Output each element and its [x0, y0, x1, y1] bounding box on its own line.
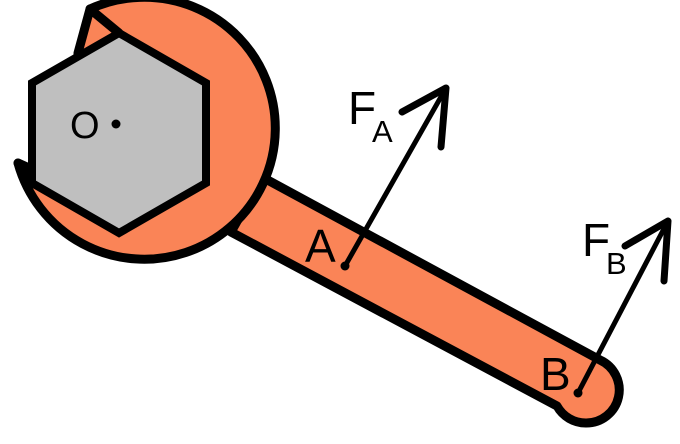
force-a-sublabel: A — [372, 114, 393, 149]
force-a-shaft — [342, 85, 449, 269]
point-b-label: B — [540, 348, 571, 400]
wrench-body-group — [13, 0, 624, 428]
force-b-sublabel: B — [606, 246, 627, 281]
force-a-arrowhead — [398, 84, 450, 151]
wrench-handle-shape — [226, 172, 624, 428]
point-a-label: A — [305, 220, 336, 272]
pivot-marker-group: O — [70, 105, 121, 147]
pivot-label: O — [70, 105, 100, 147]
jaw-upper-edge — [85, 4, 124, 38]
force-b-label: F — [582, 214, 610, 266]
hex-nut-shape — [28, 28, 210, 238]
force-a-label: F — [348, 82, 376, 134]
jaw-lower-edge — [13, 158, 37, 188]
force-b-arrowhead — [621, 217, 672, 285]
force-b-shaft — [575, 218, 671, 396]
force-b-group: B F B — [540, 214, 672, 400]
pivot-dot — [111, 119, 121, 129]
force-a-group: A F A — [305, 82, 450, 272]
